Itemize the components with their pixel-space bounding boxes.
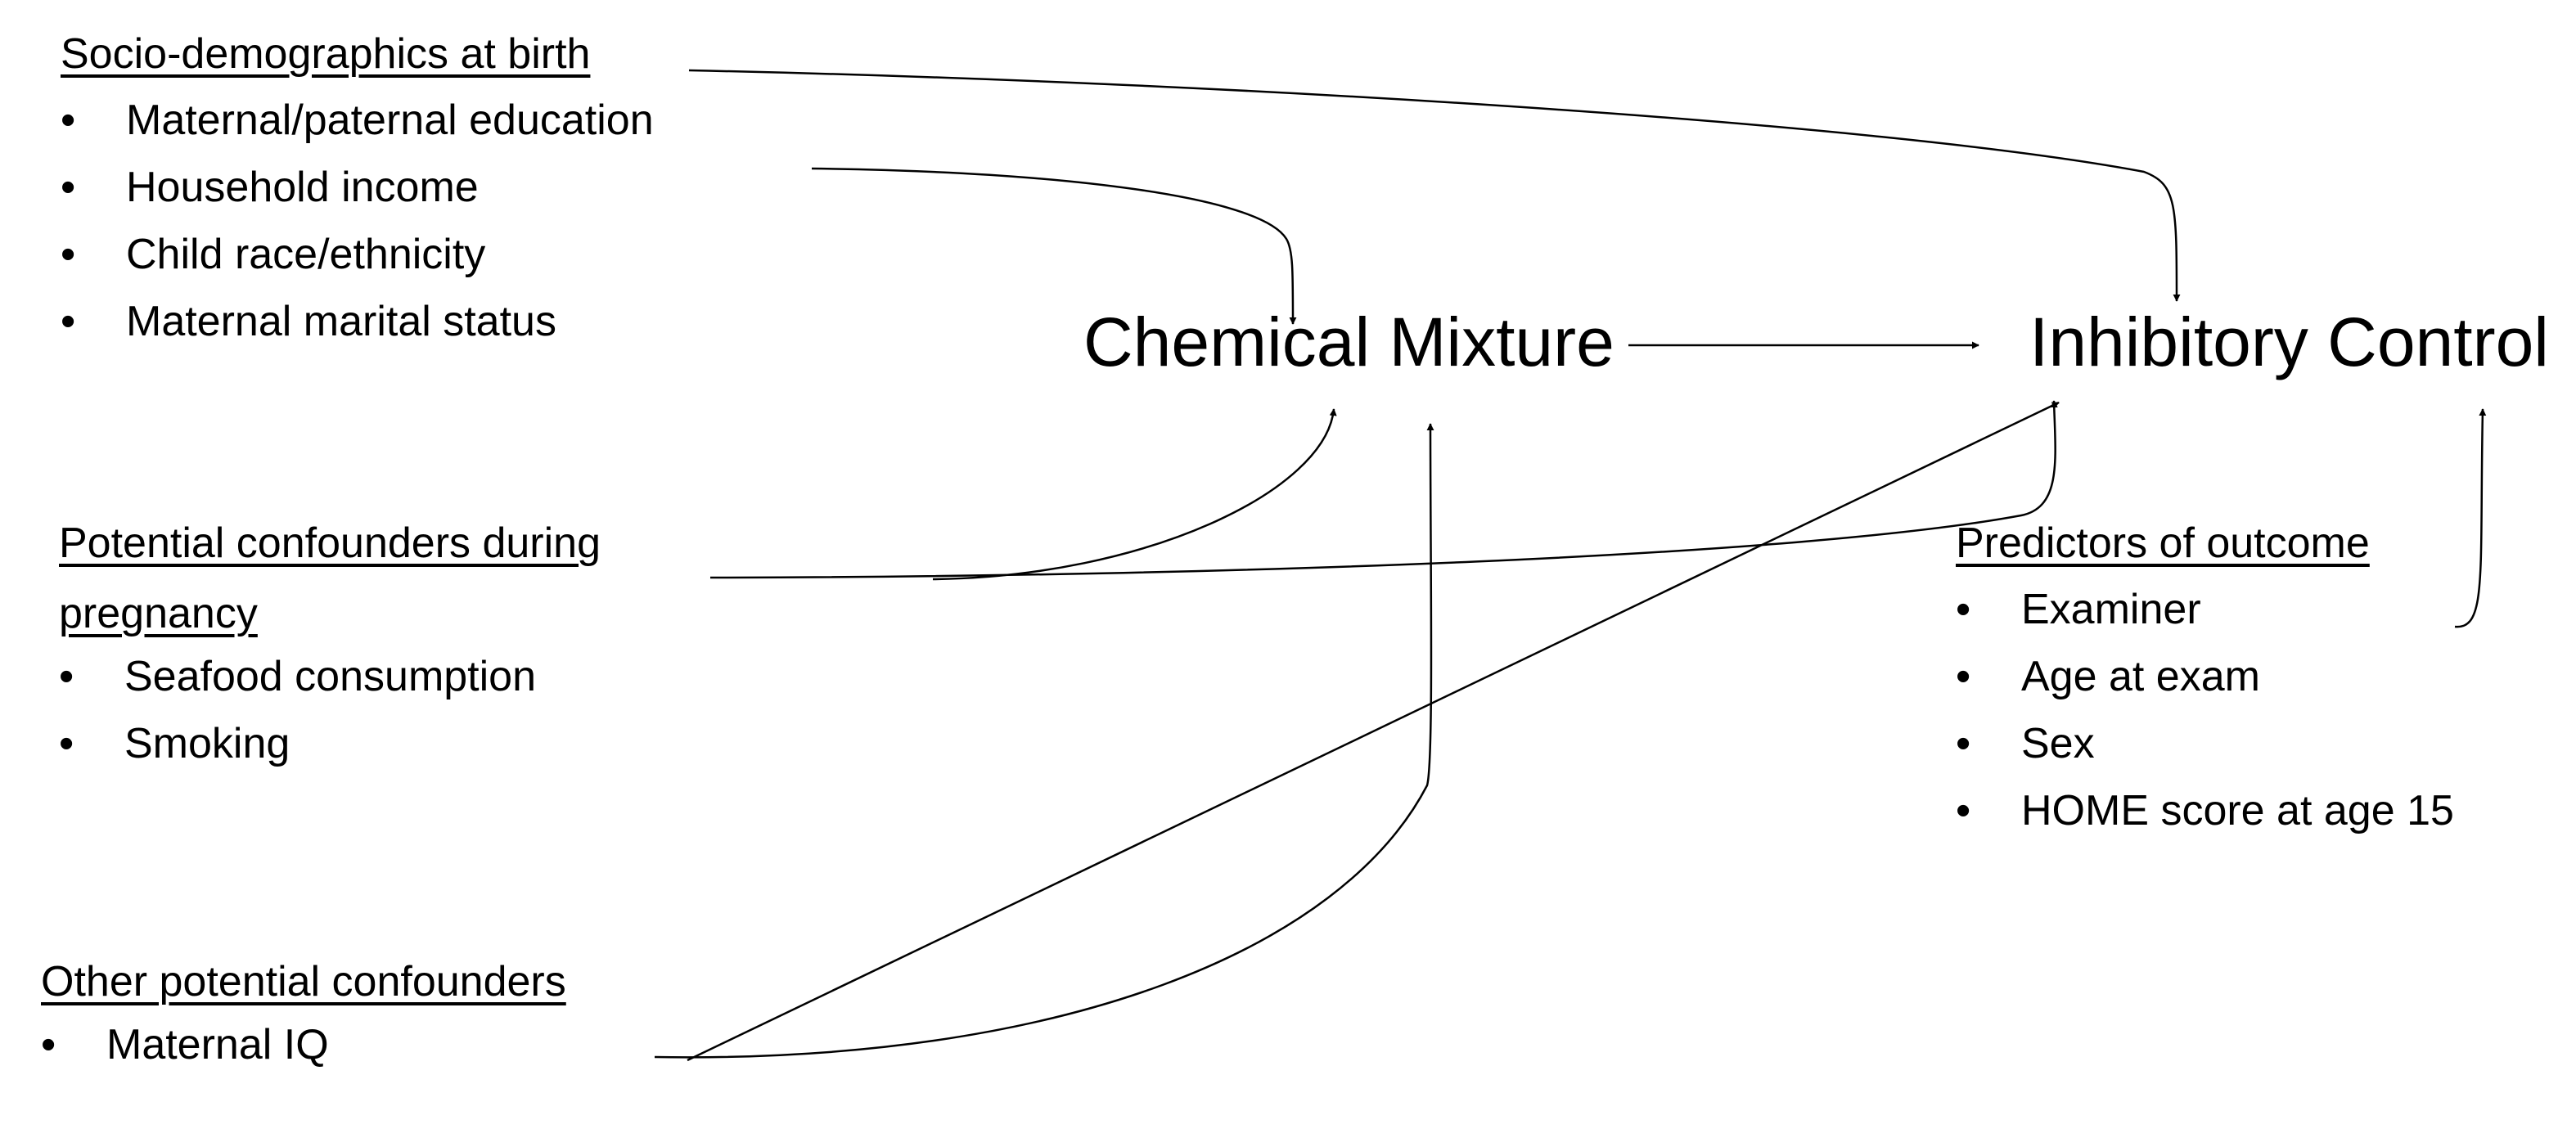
- sociodemographics-list: •Maternal/paternal education •Household …: [61, 87, 654, 355]
- pregnancy-confounders-group: Potential confounders during pregnancy •…: [59, 522, 601, 777]
- bullet-icon: •: [59, 720, 74, 767]
- predictors-group: Predictors of outcome •Examiner •Age at …: [1956, 522, 2454, 844]
- other-confounders-list: •Maternal IQ: [41, 1011, 566, 1078]
- list-item: •Maternal IQ: [41, 1011, 566, 1078]
- bullet-icon: •: [1956, 787, 1971, 834]
- list-item: •Sex: [1956, 710, 2454, 777]
- list-item: •Maternal/paternal education: [61, 87, 654, 154]
- list-item: •Smoking: [59, 710, 601, 777]
- bullet-icon: •: [61, 231, 76, 278]
- bullet-icon: •: [1956, 653, 1971, 700]
- bullet-icon: •: [61, 164, 76, 211]
- pregnancy-to-exposure-arrow: [932, 408, 1337, 581]
- list-item: •Seafood consumption: [59, 643, 601, 710]
- income-to-exposure-arrow: [811, 167, 1297, 325]
- bullet-icon: •: [61, 298, 76, 345]
- other-confounders-heading: Other potential confounders: [41, 958, 566, 1005]
- pregnancy-confounders-heading-line1: Potential confounders during: [59, 520, 601, 567]
- chemical-mixture-node: Chemical Mixture: [1083, 304, 1615, 380]
- predictors-list: •Examiner •Age at exam •Sex •HOME score …: [1956, 576, 2454, 844]
- predictors-to-outcome-arrow: [2454, 408, 2487, 628]
- list-item: •HOME score at age 15: [1956, 777, 2454, 844]
- list-item: •Maternal marital status: [61, 288, 654, 355]
- pregnancy-confounders-list: •Seafood consumption •Smoking: [59, 643, 601, 777]
- bullet-icon: •: [1956, 720, 1971, 767]
- pregnancy-to-outcome-arrow: [709, 400, 2058, 579]
- maternal-iq-to-outcome-arrow: [687, 401, 2060, 1062]
- sociodemographics-to-outcome-arrow: [688, 69, 2181, 302]
- sociodemographics-group: Socio-demographics at birth •Maternal/pa…: [61, 33, 654, 355]
- list-item: •Child race/ethnicity: [61, 221, 654, 288]
- pregnancy-confounders-heading-line2: pregnancy: [59, 590, 258, 637]
- sociodemographics-heading: Socio-demographics at birth: [61, 30, 591, 78]
- bullet-icon: •: [41, 1021, 56, 1068]
- predictors-heading: Predictors of outcome: [1956, 520, 2370, 567]
- other-confounders-group: Other potential confounders •Maternal IQ: [41, 960, 566, 1078]
- maternal-iq-to-exposure-arrow: [654, 423, 1434, 1059]
- bullet-icon: •: [1956, 586, 1971, 633]
- list-item: •Age at exam: [1956, 643, 2454, 710]
- inhibitory-control-node: Inhibitory Control: [2029, 304, 2549, 380]
- list-item: •Examiner: [1956, 576, 2454, 643]
- bullet-icon: •: [59, 653, 74, 700]
- bullet-icon: •: [61, 97, 76, 144]
- list-item: •Household income: [61, 154, 654, 221]
